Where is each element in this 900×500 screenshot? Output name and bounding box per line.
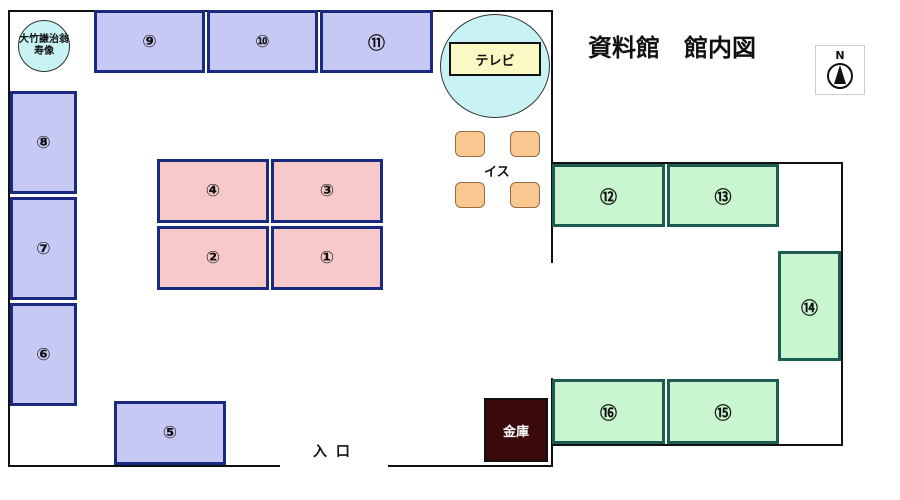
case-11[interactable]: ⑪ bbox=[320, 10, 433, 73]
wall-bottom-left bbox=[8, 465, 280, 467]
wall-bottom-right bbox=[388, 465, 553, 467]
tv-label: テレビ bbox=[475, 53, 515, 69]
case-16[interactable]: ⑯ bbox=[552, 379, 665, 444]
case-9[interactable]: ⑨ bbox=[94, 10, 205, 73]
case-12[interactable]: ⑫ bbox=[552, 164, 665, 227]
case-3[interactable]: ③ bbox=[271, 159, 383, 223]
case-8[interactable]: ⑧ bbox=[10, 91, 77, 194]
compass-n-label: N bbox=[835, 49, 845, 62]
wall-main-left bbox=[8, 10, 10, 467]
case-13[interactable]: ⑬ bbox=[667, 164, 779, 227]
wall-annex-bottom bbox=[551, 444, 843, 446]
compass-arrow-icon bbox=[827, 63, 853, 89]
safe-box: 金庫 bbox=[484, 398, 548, 462]
case-2[interactable]: ② bbox=[157, 226, 269, 290]
case-5[interactable]: ⑤ bbox=[114, 401, 226, 465]
case-14[interactable]: ⑭ bbox=[778, 251, 841, 361]
case-10[interactable]: ⑩ bbox=[207, 10, 318, 73]
case-6[interactable]: ⑥ bbox=[10, 303, 77, 406]
case-4[interactable]: ④ bbox=[157, 159, 269, 223]
wall-annex-top bbox=[551, 162, 843, 164]
wall-main-right bbox=[551, 10, 553, 263]
entrance-label: 入 口 bbox=[313, 444, 352, 460]
chair-top-left bbox=[455, 131, 485, 157]
statue-label-line2: 寿像 bbox=[34, 46, 54, 57]
statue-label-line1: 大竹謙治翁 bbox=[19, 34, 69, 45]
case-7[interactable]: ⑦ bbox=[10, 197, 77, 300]
case-15[interactable]: ⑮ bbox=[667, 379, 779, 444]
chair-bottom-right bbox=[510, 182, 540, 208]
chairs-label: イス bbox=[484, 165, 510, 180]
map-title: 資料館 館内図 bbox=[588, 34, 756, 62]
chair-bottom-left bbox=[455, 182, 485, 208]
chair-top-right bbox=[510, 131, 540, 157]
wall-annex-right bbox=[841, 162, 843, 446]
safe-label: 金庫 bbox=[502, 424, 529, 440]
compass-box: N bbox=[815, 45, 865, 95]
tv-box[interactable]: テレビ bbox=[449, 42, 541, 76]
case-1[interactable]: ① bbox=[271, 226, 383, 290]
statue-circle: 大竹謙治翁 寿像 bbox=[18, 20, 70, 72]
